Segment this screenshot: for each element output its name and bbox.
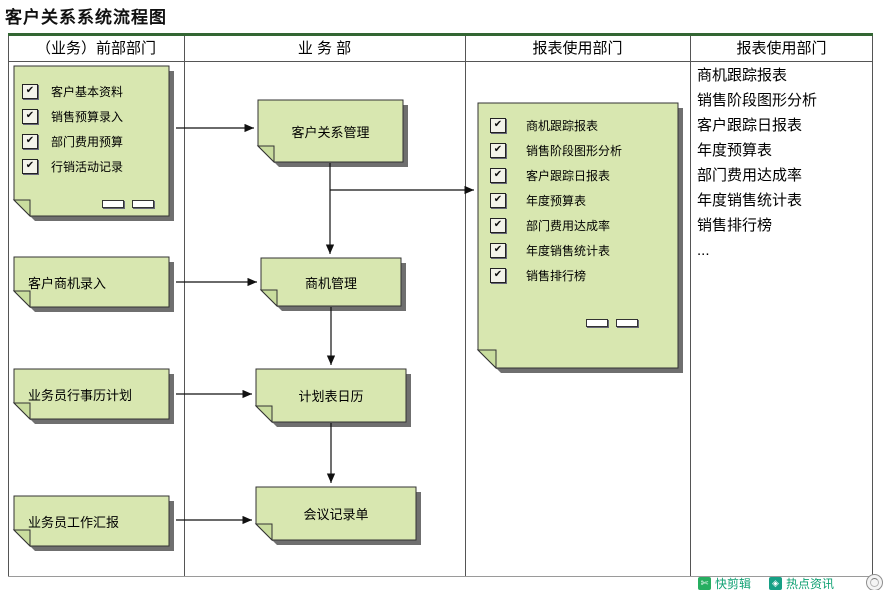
- checkbox-icon: ✔: [490, 242, 506, 258]
- note-shape: [476, 102, 683, 373]
- header-underline: [8, 61, 873, 62]
- doc-item-label: 客户基本资料: [51, 84, 124, 99]
- column-divider: [465, 36, 466, 576]
- doc-item-label: 年度销售统计表: [526, 243, 611, 258]
- hot-news-icon: ◈: [769, 577, 783, 590]
- doc-item-label: 客户跟踪日报表: [526, 168, 611, 183]
- table-border-right: [872, 36, 873, 576]
- report-name: 部门费用达成率: [697, 167, 803, 184]
- overlay-toolbar: ✄ 快剪辑 ◈ 热点资讯: [698, 575, 834, 590]
- column-header-front-dept: （业务）前部部门: [35, 40, 156, 57]
- report-name: 年度预算表: [697, 142, 773, 159]
- note-label: 会议记录单: [303, 507, 369, 522]
- doc-item: ✔ 商机跟踪报表: [490, 117, 598, 133]
- note-front-input-doc: ✔ 客户基本资料 ✔ 销售预算录入 ✔ 部门费用预算 ✔ 行销活动记录: [12, 65, 174, 221]
- doc-item-label: 商机跟踪报表: [526, 118, 599, 133]
- checkbox-icon: ✔: [22, 83, 38, 99]
- note-shape: [256, 99, 408, 167]
- doc-item: ✔ 客户基本资料: [22, 83, 123, 99]
- doc-buttons: [586, 319, 638, 327]
- note-label: 业务员行事历计划: [28, 387, 133, 403]
- quick-clip-label: 快剪辑: [715, 577, 752, 590]
- note-meeting-record: 会议记录单: [254, 486, 421, 545]
- note-calendar: 计划表日历: [254, 368, 411, 427]
- table-border-left: [8, 36, 9, 576]
- checkbox-icon: ✔: [490, 142, 506, 158]
- checkbox-icon: ✔: [22, 108, 38, 124]
- note-schedule-plan: 业务员行事历计划: [12, 368, 174, 424]
- doc-item: ✔ 年度预算表: [490, 192, 586, 208]
- doc-item: ✔ 部门费用预算: [22, 133, 123, 149]
- doc-item-label: 行销活动记录: [51, 159, 124, 174]
- doc-item: ✔ 行销活动记录: [22, 158, 123, 174]
- note-label: 客户关系管理: [291, 124, 370, 140]
- report-name: 年度销售统计表: [697, 192, 803, 209]
- note-label: 计划表日历: [298, 389, 364, 404]
- checkbox-icon: ✔: [490, 217, 506, 233]
- checkbox-icon: ✔: [490, 117, 506, 133]
- note-report-doc: ✔ 商机跟踪报表 ✔ 销售阶段图形分析 ✔ 客户跟踪日报表 ✔ 年度预算表 ✔ …: [476, 102, 683, 373]
- mini-button: [102, 200, 124, 208]
- report-name: 商机跟踪报表: [697, 67, 788, 84]
- doc-item-label: 销售阶段图形分析: [526, 143, 623, 158]
- note-label: 业务员工作汇报: [28, 514, 120, 530]
- doc-item: ✔ 年度销售统计表: [490, 242, 610, 258]
- speed-ball-icon[interactable]: [866, 574, 883, 590]
- note-shape: [254, 486, 421, 545]
- doc-item: ✔ 客户跟踪日报表: [490, 167, 610, 183]
- note-shape: [12, 65, 174, 221]
- report-name: 销售排行榜: [697, 217, 773, 234]
- checkbox-icon: ✔: [490, 167, 506, 183]
- doc-item: ✔ 销售预算录入: [22, 108, 123, 124]
- mini-button: [132, 200, 154, 208]
- checkbox-icon: ✔: [22, 133, 38, 149]
- checkbox-icon: ✔: [490, 192, 506, 208]
- note-shape: [12, 256, 174, 312]
- column-header-business-dept: 业 务 部: [297, 40, 352, 57]
- note-crm: 客户关系管理: [256, 99, 408, 167]
- doc-buttons: [102, 200, 154, 208]
- report-name: 销售阶段图形分析: [697, 92, 818, 109]
- mini-button: [616, 319, 638, 327]
- checkbox-icon: ✔: [490, 267, 506, 283]
- report-name-list: 商机跟踪报表 销售阶段图形分析 客户跟踪日报表 年度预算表 部门费用达成率 年度…: [697, 63, 817, 263]
- mini-button: [586, 319, 608, 327]
- report-name: 客户跟踪日报表: [697, 117, 803, 134]
- doc-item-label: 销售预算录入: [51, 109, 124, 124]
- note-shape: [12, 495, 174, 551]
- hot-news-label: 热点资讯: [786, 577, 835, 590]
- column-header-report-dept: 报表使用部门: [532, 40, 623, 57]
- column-header-report-dept-2: 报表使用部门: [736, 40, 827, 57]
- doc-item-label: 部门费用达成率: [526, 218, 611, 233]
- report-name-ellipsis: ...: [697, 242, 710, 259]
- doc-item-label: 年度预算表: [526, 193, 587, 208]
- doc-item: ✔ 部门费用达成率: [490, 217, 610, 233]
- checkbox-icon: ✔: [22, 158, 38, 174]
- doc-item-label: 销售排行榜: [526, 268, 587, 283]
- page-title: 客户关系系统流程图: [5, 8, 167, 27]
- quick-clip-button[interactable]: ✄ 快剪辑: [698, 575, 751, 590]
- note-label: 商机管理: [304, 275, 357, 291]
- note-opportunity-entry: 客户商机录入: [12, 256, 174, 312]
- doc-item: ✔ 销售排行榜: [490, 267, 586, 283]
- doc-item-label: 部门费用预算: [51, 134, 124, 149]
- note-shape: [254, 368, 411, 427]
- hot-news-button[interactable]: ◈ 热点资讯: [769, 575, 834, 590]
- note-shape: [259, 257, 406, 311]
- column-divider: [184, 36, 185, 576]
- note-work-report: 业务员工作汇报: [12, 495, 174, 551]
- note-opportunity-mgmt: 商机管理: [259, 257, 406, 311]
- doc-item: ✔ 销售阶段图形分析: [490, 142, 622, 158]
- swimlane-table: （业务）前部部门 业 务 部 报表使用部门 报表使用部门: [8, 33, 873, 577]
- note-shape: [12, 368, 174, 424]
- note-label: 客户商机录入: [28, 275, 107, 291]
- quick-clip-icon: ✄: [698, 577, 711, 590]
- column-divider: [690, 36, 691, 576]
